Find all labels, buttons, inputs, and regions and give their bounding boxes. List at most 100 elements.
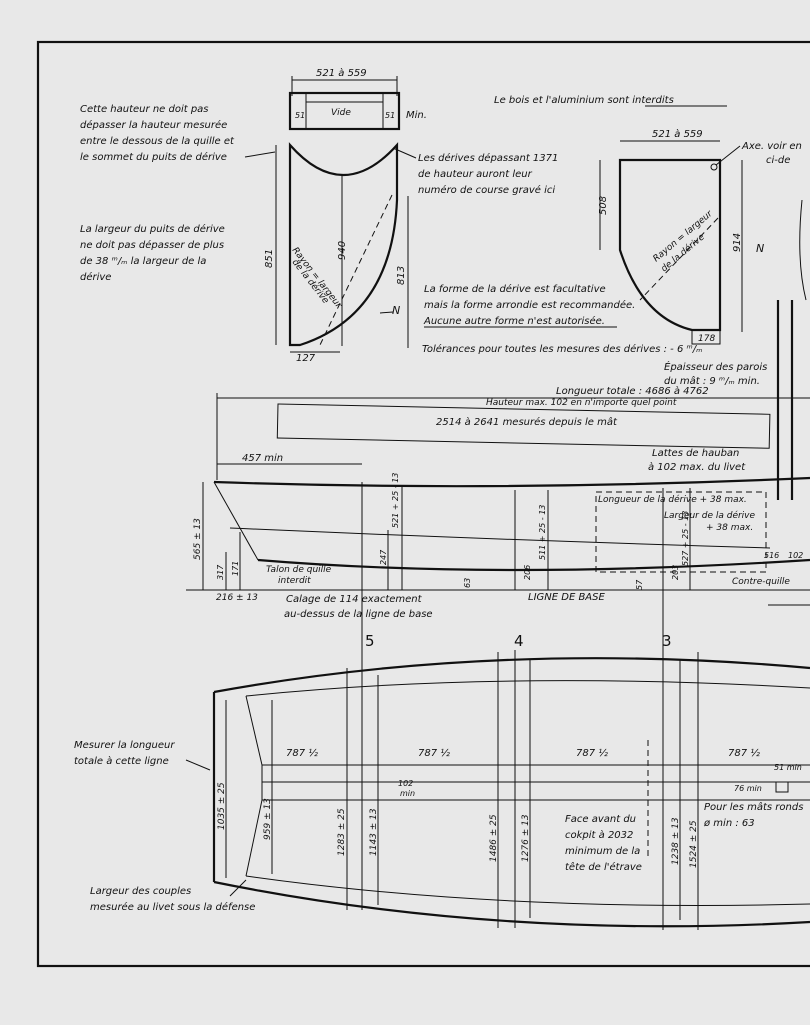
dimension-label: minimum de la [565, 846, 640, 857]
hull-profile: Longueur totale : 4686 à 4762 Hauteur ma… [186, 385, 810, 700]
dimension-label: 1486 ± 25 [489, 814, 499, 862]
dimension-label: dérive [80, 271, 111, 283]
dimension-label: Mesurer la longueur [74, 740, 175, 751]
dimension-label: Largeur de la dérive [664, 510, 756, 521]
keel-line [257, 558, 810, 572]
dimension-label: 565 ± 13 [193, 518, 203, 560]
label-vide: Vide [331, 108, 351, 118]
dimension-label: Calage de 114 exactement [286, 594, 423, 605]
dimension-label: 51 [295, 111, 305, 120]
dimension-label: Pour les mâts ronds [704, 801, 803, 813]
dimension-label: de hauteur auront leur [418, 169, 533, 180]
note-axe: Axe. voir en [741, 141, 802, 152]
note-forme: La forme de la dérive est facultative ma… [423, 283, 635, 328]
dimension-label: 457 min [242, 453, 283, 464]
deck-edge-top [213, 657, 810, 694]
note-epaisseur: Épaisseur des parois du mât : 9 ᵐ/ₘ min. [664, 360, 767, 387]
dimension-label: Épaisseur des parois [664, 360, 767, 373]
dimension-label: à 102 max. du livet [648, 461, 746, 473]
dimension-label: Lattes de hauban [652, 448, 739, 459]
dimension-label: dépasser la hauteur mesurée [80, 119, 227, 131]
dimension-label: 851 [264, 249, 275, 268]
dimension-label: 940 [337, 241, 348, 260]
dimension-label: interdit [278, 576, 311, 586]
dimension-label: tête de l'étrave [565, 861, 642, 873]
dimension-label: Face avant du [565, 814, 636, 825]
hull-plan-view: 5 4 3 787 ½ 787 ½ 787 ½ 787 ½ 102 min 51… [212, 632, 810, 930]
dimension-label: du mât : 9 ᵐ/ₘ min. [664, 375, 760, 387]
dimension-label: 959 ± 13 [263, 798, 273, 840]
sheer-line [213, 476, 810, 488]
dimension-label: 1238 ± 13 [671, 817, 681, 865]
dimension-label: ne doit pas dépasser de plus [80, 239, 224, 251]
dimension-label: N [756, 242, 764, 255]
deck-edge-bottom [213, 880, 810, 928]
dimension-label: 787 ½ [576, 747, 608, 759]
dimension-label: 317 [216, 564, 225, 580]
dim-521-559-a: 521 à 559 [316, 67, 367, 79]
dimension-label: entre le dessous de la quille et [80, 136, 235, 147]
dimension-label: au-dessus de la ligne de base [284, 609, 433, 620]
station-4: 4 [514, 632, 524, 650]
dimension-label: 76 min [734, 784, 762, 793]
dimension-label: 63 [463, 578, 472, 588]
dimension-label: 178 [698, 334, 715, 344]
dimension-label: 57 [635, 579, 644, 590]
dimension-label: Les dérives dépassant 1371 [418, 152, 558, 164]
dimension-label: mais la forme arrondie est recommandée. [424, 299, 635, 311]
dimension-label: 521 + 25 - 13 [391, 473, 400, 528]
dimension-label: N [392, 304, 400, 317]
dimension-label: + 38 max. [706, 523, 753, 533]
note-couples: Largeur des couples mesurée au livet sou… [90, 879, 255, 913]
dimension-label: 1276 ± 13 [521, 814, 531, 862]
dimension-label: 247 [379, 549, 388, 565]
dimension-label: cokpit à 2032 [565, 829, 633, 841]
dimension-label: de 38 ᵐ/ₘ la largeur de la [80, 256, 206, 267]
dimension-label: ø min : 63 [703, 818, 755, 829]
dimension-label: 1524 ± 25 [689, 820, 699, 868]
dimension-label: 102 [398, 779, 413, 788]
dimension-label: 511 + 25 - 13 [538, 505, 547, 560]
dimension-label: 787 ½ [418, 747, 450, 759]
dimension-label: 171 [231, 561, 240, 576]
dimension-label: ci-de [766, 155, 790, 166]
dimension-label: 521 à 559 [652, 128, 703, 140]
dimension-label: Largeur des couples [90, 886, 191, 897]
dimension-label: Talon de quille [266, 565, 332, 575]
dimension-label: 813 [396, 266, 407, 285]
dimension-label: numéro de course gravé ici [418, 184, 555, 196]
dimension-label: Aucune autre forme n'est autorisée. [423, 315, 605, 327]
dimension-label: 787 ½ [728, 747, 760, 759]
leader-line [244, 151, 276, 158]
station-5: 5 [365, 632, 375, 650]
dimension-label: 914 [732, 233, 743, 252]
dimension-label: mesurée au livet sous la défense [90, 901, 255, 913]
note-largeur-puits: La largeur du puits de dérive ne doit pa… [80, 223, 225, 283]
spar-outline [276, 403, 771, 449]
dimension-label: Hauteur max. 102 en n'importe quel point [486, 398, 677, 408]
dimension-label: 206 [523, 565, 532, 580]
dimension-label: La largeur du puits de dérive [80, 223, 225, 235]
dimension-label: 516 [764, 551, 779, 560]
dimension-label: 508 [598, 196, 609, 215]
dimension-label: Longueur de la dérive + 38 max. [598, 494, 747, 505]
dimension-label: min [400, 789, 415, 798]
centreboard-outline [288, 142, 399, 347]
note-mesurer: Mesurer la longueur totale à cette ligne [74, 740, 211, 771]
centreboard-case-outline [595, 491, 767, 573]
dimension-label: La forme de la dérive est facultative [424, 283, 606, 295]
dimension-label: 216 ± 13 [216, 593, 258, 603]
station-3: 3 [662, 632, 672, 650]
note-tolerances: Tolérances pour toutes les mesures des d… [422, 343, 702, 355]
dimension-label: 51 [385, 111, 395, 120]
dimension-label: 51 min [774, 763, 802, 772]
dimension-label: totale à cette ligne [74, 755, 169, 767]
dimension-label: 1283 ± 25 [337, 808, 347, 856]
dim-mesure-mat: 2514 à 2641 mesurés depuis le mât [436, 416, 618, 428]
label-min: Min. [406, 110, 427, 121]
note-hauteur: Cette hauteur ne doit pas dépasser la ha… [80, 104, 276, 163]
drawing-frame [36, 40, 810, 968]
